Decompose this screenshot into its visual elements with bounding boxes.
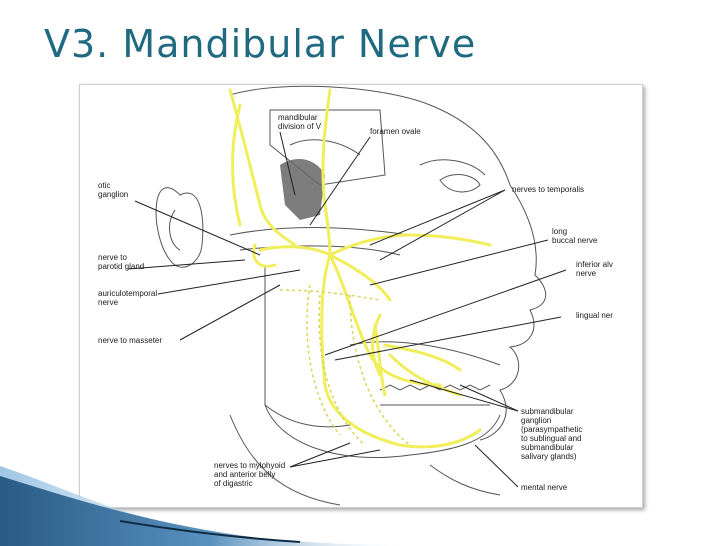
label-lingual-nerve: lingual ner (576, 311, 613, 320)
face-profile (480, 185, 546, 440)
label-foramen-ovale: foramen ovale (370, 127, 421, 136)
label-otic-ganglion: otic ganglion (98, 181, 128, 199)
label-nerve-to-masseter: nerve to masseter (98, 336, 162, 345)
skull-base-shading (280, 159, 325, 220)
decorative-swoosh (0, 446, 420, 546)
dashed-nerve-paths (280, 285, 410, 445)
mandible-outline (265, 265, 500, 458)
label-nerve-to-parotid: nerve to parotid gland (98, 253, 144, 271)
slide-title: V3. Mandibular Nerve (44, 22, 476, 66)
label-long-buccal-nerve: long buccal nerve (552, 227, 597, 245)
nerve-branches (230, 90, 490, 447)
leader-lines (128, 132, 566, 487)
anatomy-figure: mandibular division of V foramen ovale o… (79, 84, 643, 508)
label-auriculotemporal: auriculotemporal nerve (98, 289, 157, 307)
label-mental-nerve: mental nerve (521, 483, 567, 492)
label-mandibular-division: mandibular division of V (278, 113, 321, 131)
label-submandibular-ganglion: submandibular ganglion (parasympathetic … (521, 407, 582, 461)
label-inferior-alveolar: inferior alv nerve (576, 260, 613, 278)
label-nerves-to-temporalis: nerves to temporalis (512, 185, 584, 194)
